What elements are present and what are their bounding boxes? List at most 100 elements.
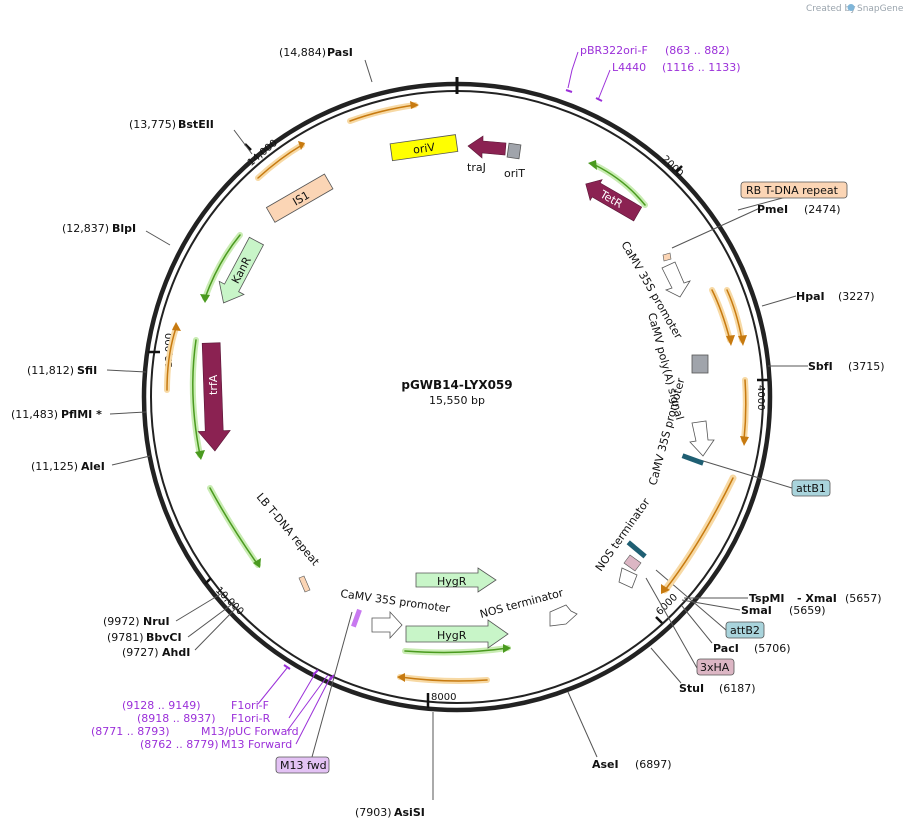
nos-terminator-2-shape[interactable] bbox=[549, 604, 578, 627]
leader-l4440 bbox=[597, 69, 611, 101]
leader-sfii bbox=[106, 369, 147, 373]
primer-pbr322ori-name[interactable]: pBR322ori-F bbox=[580, 44, 648, 57]
leader-smai bbox=[681, 599, 741, 611]
primer-m13fwd-name[interactable]: M13 Forward bbox=[221, 738, 292, 751]
primer-pbr322ori-mark bbox=[565, 89, 573, 93]
orif-feature[interactable]: oriV bbox=[389, 134, 459, 162]
enzyme-pmei-name[interactable]: PmeI bbox=[757, 203, 788, 216]
hygr-label-bottom: HygR bbox=[437, 629, 467, 642]
arrowhead-left5 bbox=[253, 558, 261, 568]
leader-bbvci bbox=[187, 601, 236, 638]
enzyme-pmei-pos: (2474) bbox=[804, 203, 841, 216]
leader-m13puc bbox=[286, 674, 329, 732]
kanr-arrow bbox=[218, 236, 265, 304]
enzyme-nrui-name[interactable]: NruI bbox=[143, 615, 170, 628]
tick-mark-10000 bbox=[204, 577, 212, 585]
leader-bsteii bbox=[233, 129, 253, 155]
leader-paci bbox=[681, 605, 713, 644]
arrowhead-tetr bbox=[588, 160, 597, 170]
nos-terminator-1-shape[interactable] bbox=[618, 567, 638, 589]
enzyme-hpai-name[interactable]: HpaI bbox=[796, 290, 825, 303]
enzyme-sbfi-pos: (3715) bbox=[848, 360, 885, 373]
hygr-arrow-top[interactable] bbox=[415, 567, 497, 593]
enzyme-bbvci-pos: (9781) bbox=[107, 631, 144, 644]
enzyme-alei-pos: (11,125) bbox=[31, 460, 78, 473]
enzyme-asei-name[interactable]: AseI bbox=[592, 758, 619, 771]
leader-pmei bbox=[671, 207, 761, 249]
arrowhead-r2 bbox=[738, 335, 747, 346]
orf-arc-r4-halo bbox=[661, 474, 737, 594]
primer-m13puc-name[interactable]: M13/pUC Forward bbox=[201, 725, 299, 738]
orf-arc-r4 bbox=[664, 477, 734, 591]
enzyme-asei-pos: (6897) bbox=[635, 758, 672, 771]
primer-f1ori-r-name[interactable]: F1ori-R bbox=[231, 712, 271, 725]
m13fwd-box[interactable] bbox=[275, 756, 330, 774]
orf-arc-r2 bbox=[726, 289, 743, 341]
3xha-mark bbox=[623, 554, 642, 572]
leader-attb2 bbox=[655, 569, 727, 631]
plasmid-length: 15,550 bp bbox=[429, 394, 485, 407]
arrowhead-left3 bbox=[172, 322, 181, 331]
arrowhead-r3 bbox=[740, 436, 749, 446]
enzyme-sbfi-name[interactable]: SbfI bbox=[808, 360, 833, 373]
leader-attb1 bbox=[699, 459, 793, 489]
camv-promoter-1-arrow[interactable] bbox=[661, 261, 691, 298]
primer-f1ori-f-name[interactable]: F1ori-F bbox=[231, 699, 269, 712]
enzyme-smai-name[interactable]: SmaI bbox=[741, 604, 772, 617]
enzyme-bsteii-name[interactable]: BstEII bbox=[178, 118, 214, 131]
enzyme-bsteii-pos: (13,775) bbox=[129, 118, 176, 131]
trfa-feature[interactable] bbox=[195, 342, 231, 452]
3xha-box[interactable] bbox=[696, 658, 735, 676]
enzyme-bbvci-name[interactable]: BbvCI bbox=[146, 631, 182, 644]
primer-l4440-name[interactable]: L4440 bbox=[612, 61, 646, 74]
enzyme-sfii-pos: (11,812) bbox=[27, 364, 74, 377]
primer-l4440-range: (1116 .. 1133) bbox=[662, 61, 741, 74]
attb2-mark bbox=[626, 540, 647, 559]
primer-m13fwd-range: (8762 .. 8779) bbox=[140, 738, 219, 751]
orf-arc-r3 bbox=[743, 379, 747, 441]
is1-feature[interactable]: IS1 bbox=[265, 173, 334, 223]
rb-repeat-mark bbox=[662, 252, 672, 262]
arrowhead-hyg bbox=[503, 644, 511, 653]
m13-mark bbox=[351, 608, 362, 628]
leader-blpi bbox=[145, 230, 171, 246]
polya-shape[interactable] bbox=[691, 354, 709, 374]
enzyme-stui-name[interactable]: StuI bbox=[679, 682, 704, 695]
leader-pbr322ori bbox=[567, 51, 579, 89]
orit-shape[interactable] bbox=[506, 142, 522, 160]
camv-promoter-2-arrow[interactable] bbox=[689, 420, 715, 457]
enzyme-pasi-name[interactable]: PasI bbox=[327, 46, 353, 59]
attb1-mark bbox=[681, 453, 705, 466]
arrowhead-r1 bbox=[726, 335, 735, 346]
hygr-arrow-bottom[interactable] bbox=[405, 619, 509, 649]
attb1-box[interactable] bbox=[791, 479, 831, 497]
enzyme-asisi-name[interactable]: AsiSI bbox=[394, 806, 425, 819]
tetr-feature[interactable]: TetR bbox=[580, 174, 644, 225]
tick-label-6000: 6000 bbox=[654, 592, 680, 618]
enzyme-tspmi-name[interactable]: TspMI bbox=[749, 592, 785, 605]
tick-mark-6000 bbox=[655, 616, 663, 624]
orf-arc-left2 bbox=[204, 234, 241, 299]
traj-arrow[interactable] bbox=[467, 135, 507, 159]
primer-m13puc-range: (8771 .. 8793) bbox=[91, 725, 170, 738]
attb2-box[interactable] bbox=[725, 621, 765, 639]
enzyme-alei-name[interactable]: AleI bbox=[81, 460, 105, 473]
orf-arc-bottom bbox=[399, 676, 488, 682]
kanr-feature[interactable]: KanR bbox=[211, 235, 269, 310]
orf-arc-left5 bbox=[209, 487, 259, 566]
oriv-shape bbox=[389, 134, 459, 162]
enzyme-ahdi-name[interactable]: AhdI bbox=[162, 646, 190, 659]
enzyme-paci-pos: (5706) bbox=[754, 642, 791, 655]
leader-ahdi bbox=[194, 605, 239, 651]
lb-repeat-mark[interactable] bbox=[298, 575, 311, 593]
enzyme-sfii-name[interactable]: SfiI bbox=[77, 364, 97, 377]
rb-repeat-box[interactable] bbox=[740, 181, 848, 199]
enzyme-xmai-name[interactable]: - XmaI bbox=[797, 592, 837, 605]
orf-arrowheads bbox=[172, 101, 749, 682]
enzyme-paci-name[interactable]: PacI bbox=[713, 642, 739, 655]
camv-promoter-3-arrow[interactable] bbox=[371, 610, 403, 640]
enzyme-pflmi-name[interactable]: PflMI * bbox=[61, 408, 102, 421]
enzyme-blpi-name[interactable]: BlpI bbox=[112, 222, 136, 235]
leader-stui bbox=[650, 647, 682, 684]
arrowhead-left1 bbox=[298, 141, 305, 150]
